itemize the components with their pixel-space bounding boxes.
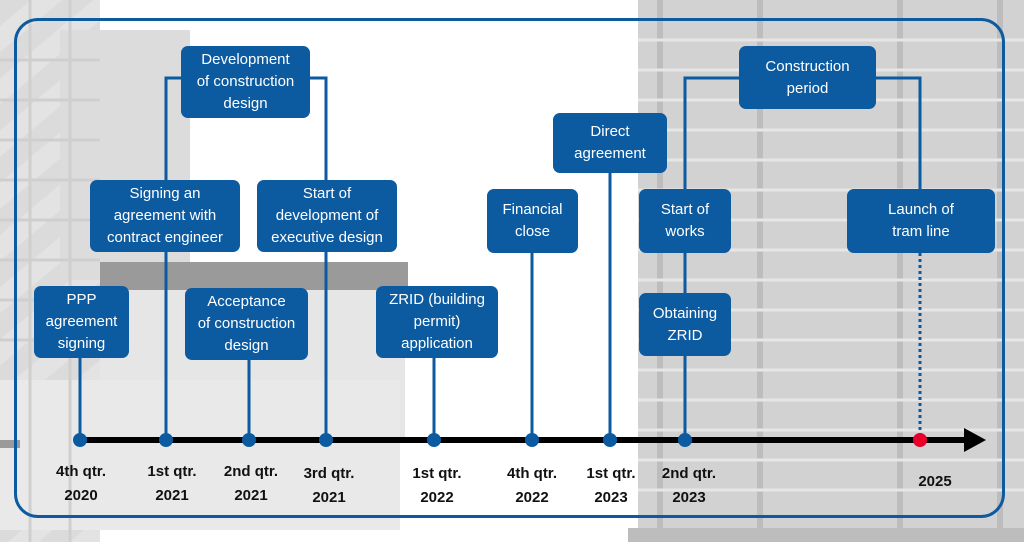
box-obtaining-zrid: Obtaining ZRID [639, 293, 731, 356]
date-1st-qtr-2022: 1st qtr. 2022 [412, 465, 462, 506]
connector-construction-period [683, 76, 922, 189]
dot-1st-qtr-2022 [427, 433, 441, 447]
box-executive: Start of development of executive design [257, 180, 397, 252]
date-3rd-qtr-2021: 3rd qtr. 2021 [303, 465, 355, 506]
date-4th-qtr-2020: 4th qtr. 2020 [55, 463, 106, 504]
timeline-arrowhead [964, 428, 986, 452]
date-2nd-qtr-2021: 2nd qtr. 2021 [223, 463, 279, 504]
box-start-works: Start of works [639, 189, 731, 253]
connector-construction-design [164, 76, 328, 180]
box-ppp: PPP agreement signing [34, 286, 129, 358]
dot-2025 [913, 433, 927, 447]
box-financial-close: Financial close [487, 189, 578, 253]
timeline-frame [14, 18, 1005, 518]
box-zrid-application: ZRID (building permit) application [376, 286, 498, 358]
dot-4th-qtr-2020 [73, 433, 87, 447]
dot-2nd-qtr-2023 [678, 433, 692, 447]
box-engineer: Signing an agreement with contract engin… [90, 180, 240, 252]
date-1st-qtr-2021: 1st qtr. 2021 [147, 463, 197, 504]
dot-3rd-qtr-2021 [319, 433, 333, 447]
box-construction-period: Construction period [739, 46, 876, 109]
box-construction-design: Development of construction design [181, 46, 310, 118]
dot-1st-qtr-2023 [603, 433, 617, 447]
date-2025: 2025 [918, 473, 952, 490]
date-4th-qtr-2022: 4th qtr. 2022 [506, 465, 557, 506]
dot-2nd-qtr-2021 [242, 433, 256, 447]
box-launch: Launch of tram line [847, 189, 995, 253]
date-2nd-qtr-2023: 2nd qtr. 2023 [661, 465, 717, 506]
dot-1st-qtr-2021 [159, 433, 173, 447]
dot-4th-qtr-2022 [525, 433, 539, 447]
box-direct-agreement: Direct agreement [553, 113, 667, 173]
date-1st-qtr-2023: 1st qtr. 2023 [586, 465, 636, 506]
box-acceptance: Acceptance of construction design [185, 288, 308, 360]
